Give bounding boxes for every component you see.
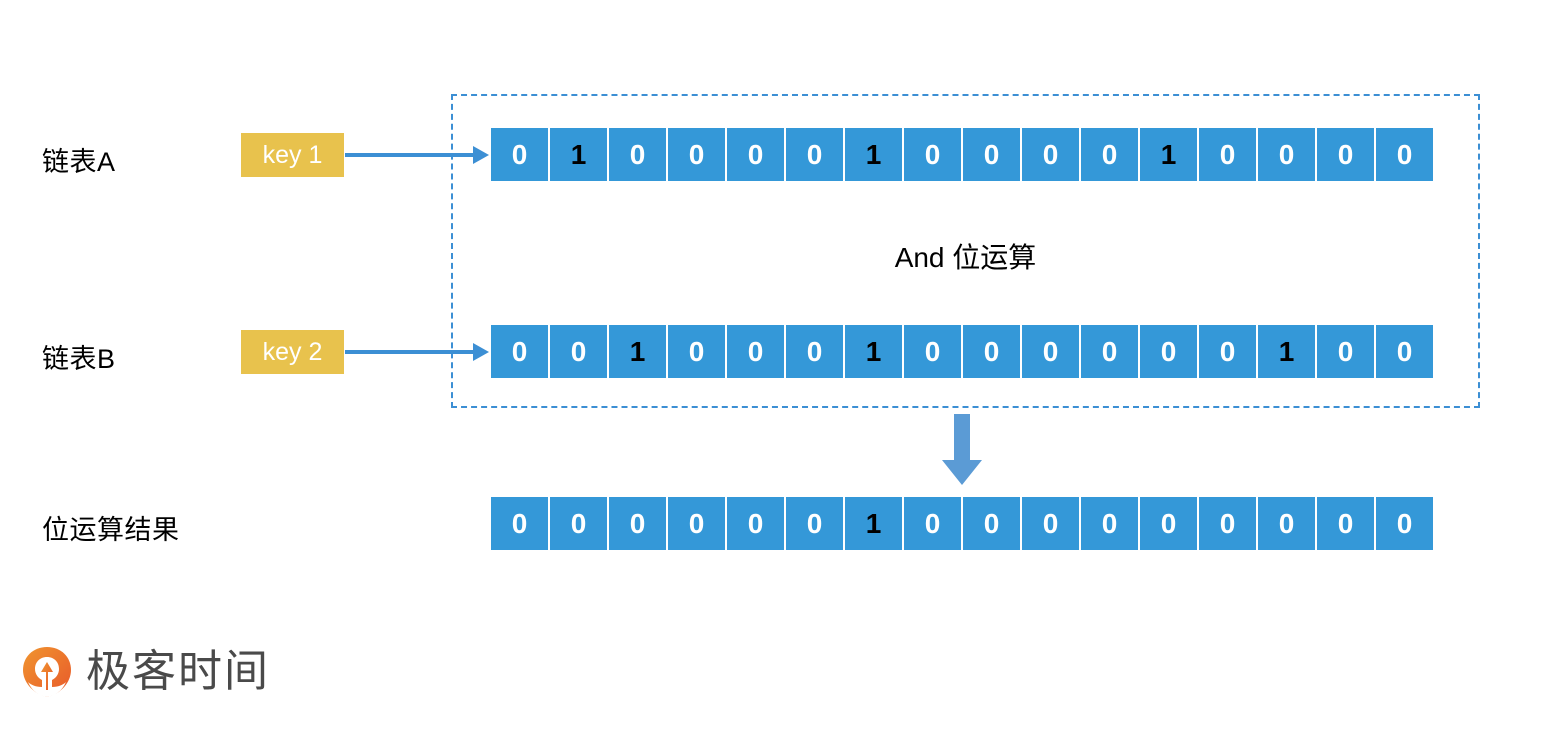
bit-cell: 0 — [904, 128, 961, 181]
bit-cell: 0 — [550, 325, 607, 378]
bit-cell: 0 — [668, 128, 725, 181]
row-label-list-b: 链表B — [42, 344, 116, 374]
bit-cell: 0 — [1317, 325, 1374, 378]
bit-cell: 0 — [491, 497, 548, 550]
bit-cell: 0 — [1258, 128, 1315, 181]
bit-cell: 0 — [727, 128, 784, 181]
bit-cell: 0 — [786, 128, 843, 181]
bit-cell: 0 — [727, 497, 784, 550]
bit-cell: 0 — [1081, 128, 1138, 181]
and-operation-group — [451, 94, 1480, 408]
row-label-result: 位运算结果 — [42, 515, 180, 545]
bit-cell: 0 — [491, 325, 548, 378]
bit-cell: 0 — [1376, 325, 1433, 378]
bit-grid-list-a: 0 1 0 0 0 0 1 0 0 0 0 1 0 0 0 0 — [491, 128, 1433, 181]
bit-cell: 0 — [786, 325, 843, 378]
bit-cell: 1 — [609, 325, 666, 378]
bit-cell: 0 — [491, 128, 548, 181]
bit-cell: 1 — [1258, 325, 1315, 378]
bit-cell: 0 — [727, 325, 784, 378]
bit-cell: 0 — [963, 128, 1020, 181]
bit-grid-list-b: 0 0 1 0 0 0 1 0 0 0 0 0 0 1 0 0 — [491, 325, 1433, 378]
bit-cell: 1 — [550, 128, 607, 181]
bit-cell: 0 — [1317, 497, 1374, 550]
key-chip-1[interactable]: key 1 — [241, 133, 344, 177]
bit-cell: 0 — [1258, 497, 1315, 550]
bit-cell: 0 — [1199, 497, 1256, 550]
bit-cell: 0 — [1140, 497, 1197, 550]
bit-cell: 0 — [1081, 325, 1138, 378]
bit-cell: 1 — [845, 128, 902, 181]
geektime-logo-icon — [23, 647, 71, 697]
brand-logo: 极客时间 — [22, 646, 270, 698]
bit-cell: 0 — [904, 325, 961, 378]
bit-cell: 0 — [1376, 128, 1433, 181]
bit-cell: 0 — [1022, 128, 1079, 181]
bit-cell: 0 — [668, 497, 725, 550]
row-label-list-a: 链表A — [42, 147, 116, 177]
bit-cell: 0 — [1140, 325, 1197, 378]
bit-cell: 1 — [1140, 128, 1197, 181]
bit-cell: 0 — [1081, 497, 1138, 550]
bit-cell: 0 — [1199, 325, 1256, 378]
down-arrow-icon — [942, 414, 982, 485]
bit-cell: 0 — [668, 325, 725, 378]
bit-cell: 0 — [1199, 128, 1256, 181]
bit-cell: 0 — [904, 497, 961, 550]
operation-caption: And 位运算 — [894, 242, 1037, 273]
bit-cell: 1 — [845, 325, 902, 378]
key-chip-2[interactable]: key 2 — [241, 330, 344, 374]
bit-cell: 0 — [963, 325, 1020, 378]
bit-cell: 0 — [963, 497, 1020, 550]
bit-cell: 0 — [1317, 128, 1374, 181]
bit-cell: 0 — [1022, 497, 1079, 550]
bit-cell: 0 — [609, 497, 666, 550]
bit-cell: 0 — [1376, 497, 1433, 550]
bit-cell: 0 — [609, 128, 666, 181]
bit-cell: 1 — [845, 497, 902, 550]
bit-cell: 0 — [550, 497, 607, 550]
bit-cell: 0 — [1022, 325, 1079, 378]
brand-name: 极客时间 — [86, 646, 270, 697]
bit-grid-result: 0 0 0 0 0 0 1 0 0 0 0 0 0 0 0 0 — [491, 497, 1433, 550]
bit-cell: 0 — [786, 497, 843, 550]
